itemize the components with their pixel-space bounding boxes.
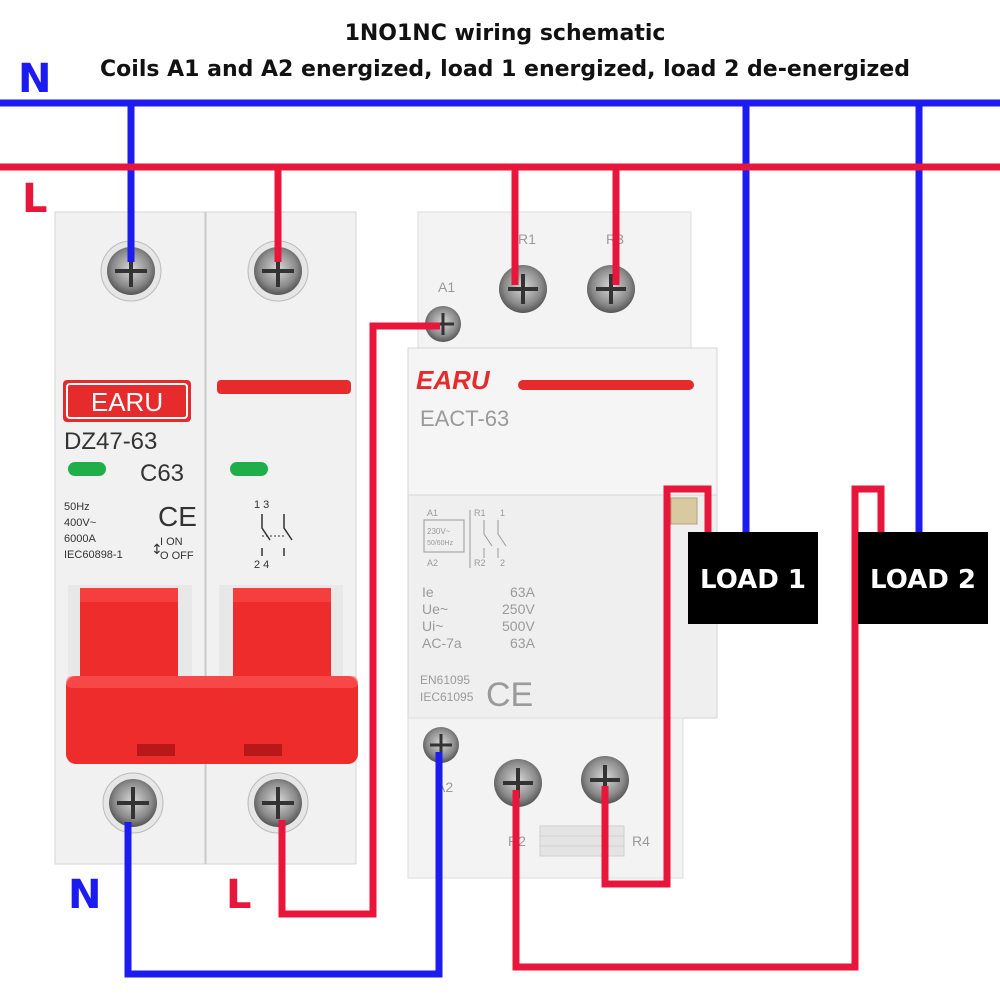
breaker-status-indicator-left xyxy=(68,462,106,476)
load-2: LOAD 2 xyxy=(858,532,988,624)
load2-label: LOAD 2 xyxy=(870,565,976,595)
rating-ue-value: 250V xyxy=(502,601,535,617)
rating-ac7a-value: 63A xyxy=(510,635,536,651)
breaker-spec-breaking: 6000A xyxy=(64,533,96,545)
terminal-r4-label: R4 xyxy=(632,833,650,849)
breaker-updown-arrow-icon: ↕ xyxy=(151,542,163,558)
svg-text:A1: A1 xyxy=(427,508,438,518)
load2-box xyxy=(858,532,988,624)
breaker-pole-symbol-icon: 1 3 2 4 xyxy=(254,499,293,571)
breaker-spec-voltage: 400V~ xyxy=(64,517,96,529)
circuit-breaker: EARU DZ47-63 C63 50Hz 400V~ 6000A IEC608… xyxy=(54,211,358,865)
rating-ie-label: Ie xyxy=(422,584,434,600)
breaker-on-label: I ON xyxy=(160,536,183,548)
breaker-brand: EARU xyxy=(91,387,163,417)
wiring xyxy=(0,99,1000,978)
breaker-bar-slot-right xyxy=(244,744,282,756)
svg-text:230V~: 230V~ xyxy=(427,527,451,536)
svg-text:2 4: 2 4 xyxy=(254,559,269,571)
line-label-bottom: L xyxy=(226,872,252,918)
wire-breaker-n-to-a2 xyxy=(124,752,443,978)
svg-text:A2: A2 xyxy=(427,558,438,568)
contactor-r3-screw xyxy=(587,265,635,313)
rating-ac7a-label: AC-7a xyxy=(422,635,462,651)
svg-text:1: 1 xyxy=(500,508,505,518)
breaker-bar-slot-left xyxy=(137,744,175,756)
svg-text:R1: R1 xyxy=(474,508,486,518)
neutral-label-bottom: N xyxy=(68,872,101,918)
diagram-subtitle: Coils A1 and A2 energized, load 1 energi… xyxy=(100,57,910,82)
svg-text:2: 2 xyxy=(500,558,505,568)
contactor-status-window xyxy=(670,497,698,525)
rating-ui-label: Ui~ xyxy=(422,618,443,634)
rating-ie-value: 63A xyxy=(510,584,536,600)
breaker-brand-badge xyxy=(63,380,191,422)
contactor-model: EACT-63 xyxy=(420,406,509,431)
svg-text:1 3: 1 3 xyxy=(254,499,269,511)
breaker-rating: C63 xyxy=(140,460,184,487)
contactor-ce-mark: CE xyxy=(486,676,533,714)
breaker-top-right-screw xyxy=(247,240,309,302)
breaker-bottom-right-screw xyxy=(247,772,309,834)
contactor-r1-screw xyxy=(499,265,547,313)
breaker-spec-freq: 50Hz xyxy=(64,501,90,513)
breaker-status-indicator-right xyxy=(230,462,268,476)
breaker-spec-standard: IEC60898-1 xyxy=(64,549,123,561)
breaker-ce-mark: CE xyxy=(158,501,197,532)
contactor-top-section xyxy=(417,211,692,373)
contactor-din-clip xyxy=(539,825,625,857)
rating-ue-label: Ue~ xyxy=(422,601,448,617)
svg-text:R2: R2 xyxy=(474,558,486,568)
standard-iec61095: IEC61095 xyxy=(420,690,474,704)
rating-ui-value: 500V xyxy=(502,618,535,634)
line-rail-label-top: L xyxy=(22,176,48,222)
terminal-a1-label: A1 xyxy=(438,279,455,295)
breaker-off-label: O OFF xyxy=(160,550,194,562)
breaker-red-stripe xyxy=(217,380,351,394)
breaker-toggle-left[interactable] xyxy=(80,588,178,684)
contactor-internal-schematic: A1 A2 230V~ 50/60Hz R1 R2 1 2 xyxy=(423,508,507,568)
wire-r2-to-load2 xyxy=(512,485,885,971)
breaker-toggle-right[interactable] xyxy=(233,588,331,684)
contactor: A1 R1 R3 EARU EACT-63 A1 A2 230V~ 50/60H… xyxy=(407,211,718,879)
diagram-title: 1NO1NC wiring schematic xyxy=(345,21,666,46)
load1-box xyxy=(688,532,818,624)
neutral-rail-label-top: N xyxy=(18,56,51,102)
terminal-r1-label: R1 xyxy=(518,231,536,247)
contactor-brand: EARU xyxy=(416,365,491,395)
breaker-model: DZ47-63 xyxy=(64,428,157,455)
svg-text:50/60Hz: 50/60Hz xyxy=(427,540,454,547)
load1-label: LOAD 1 xyxy=(700,565,806,595)
breaker-pole-right xyxy=(205,211,357,865)
breaker-bottom-left-screw xyxy=(102,772,164,834)
wire-r4-to-load1 xyxy=(601,485,712,888)
breaker-toggle-bar[interactable] xyxy=(66,676,358,764)
wire-breaker-l-to-a1 xyxy=(278,322,440,918)
load-1: LOAD 1 xyxy=(688,532,818,624)
standard-en61095: EN61095 xyxy=(420,673,470,687)
contactor-red-stripe xyxy=(518,380,694,390)
